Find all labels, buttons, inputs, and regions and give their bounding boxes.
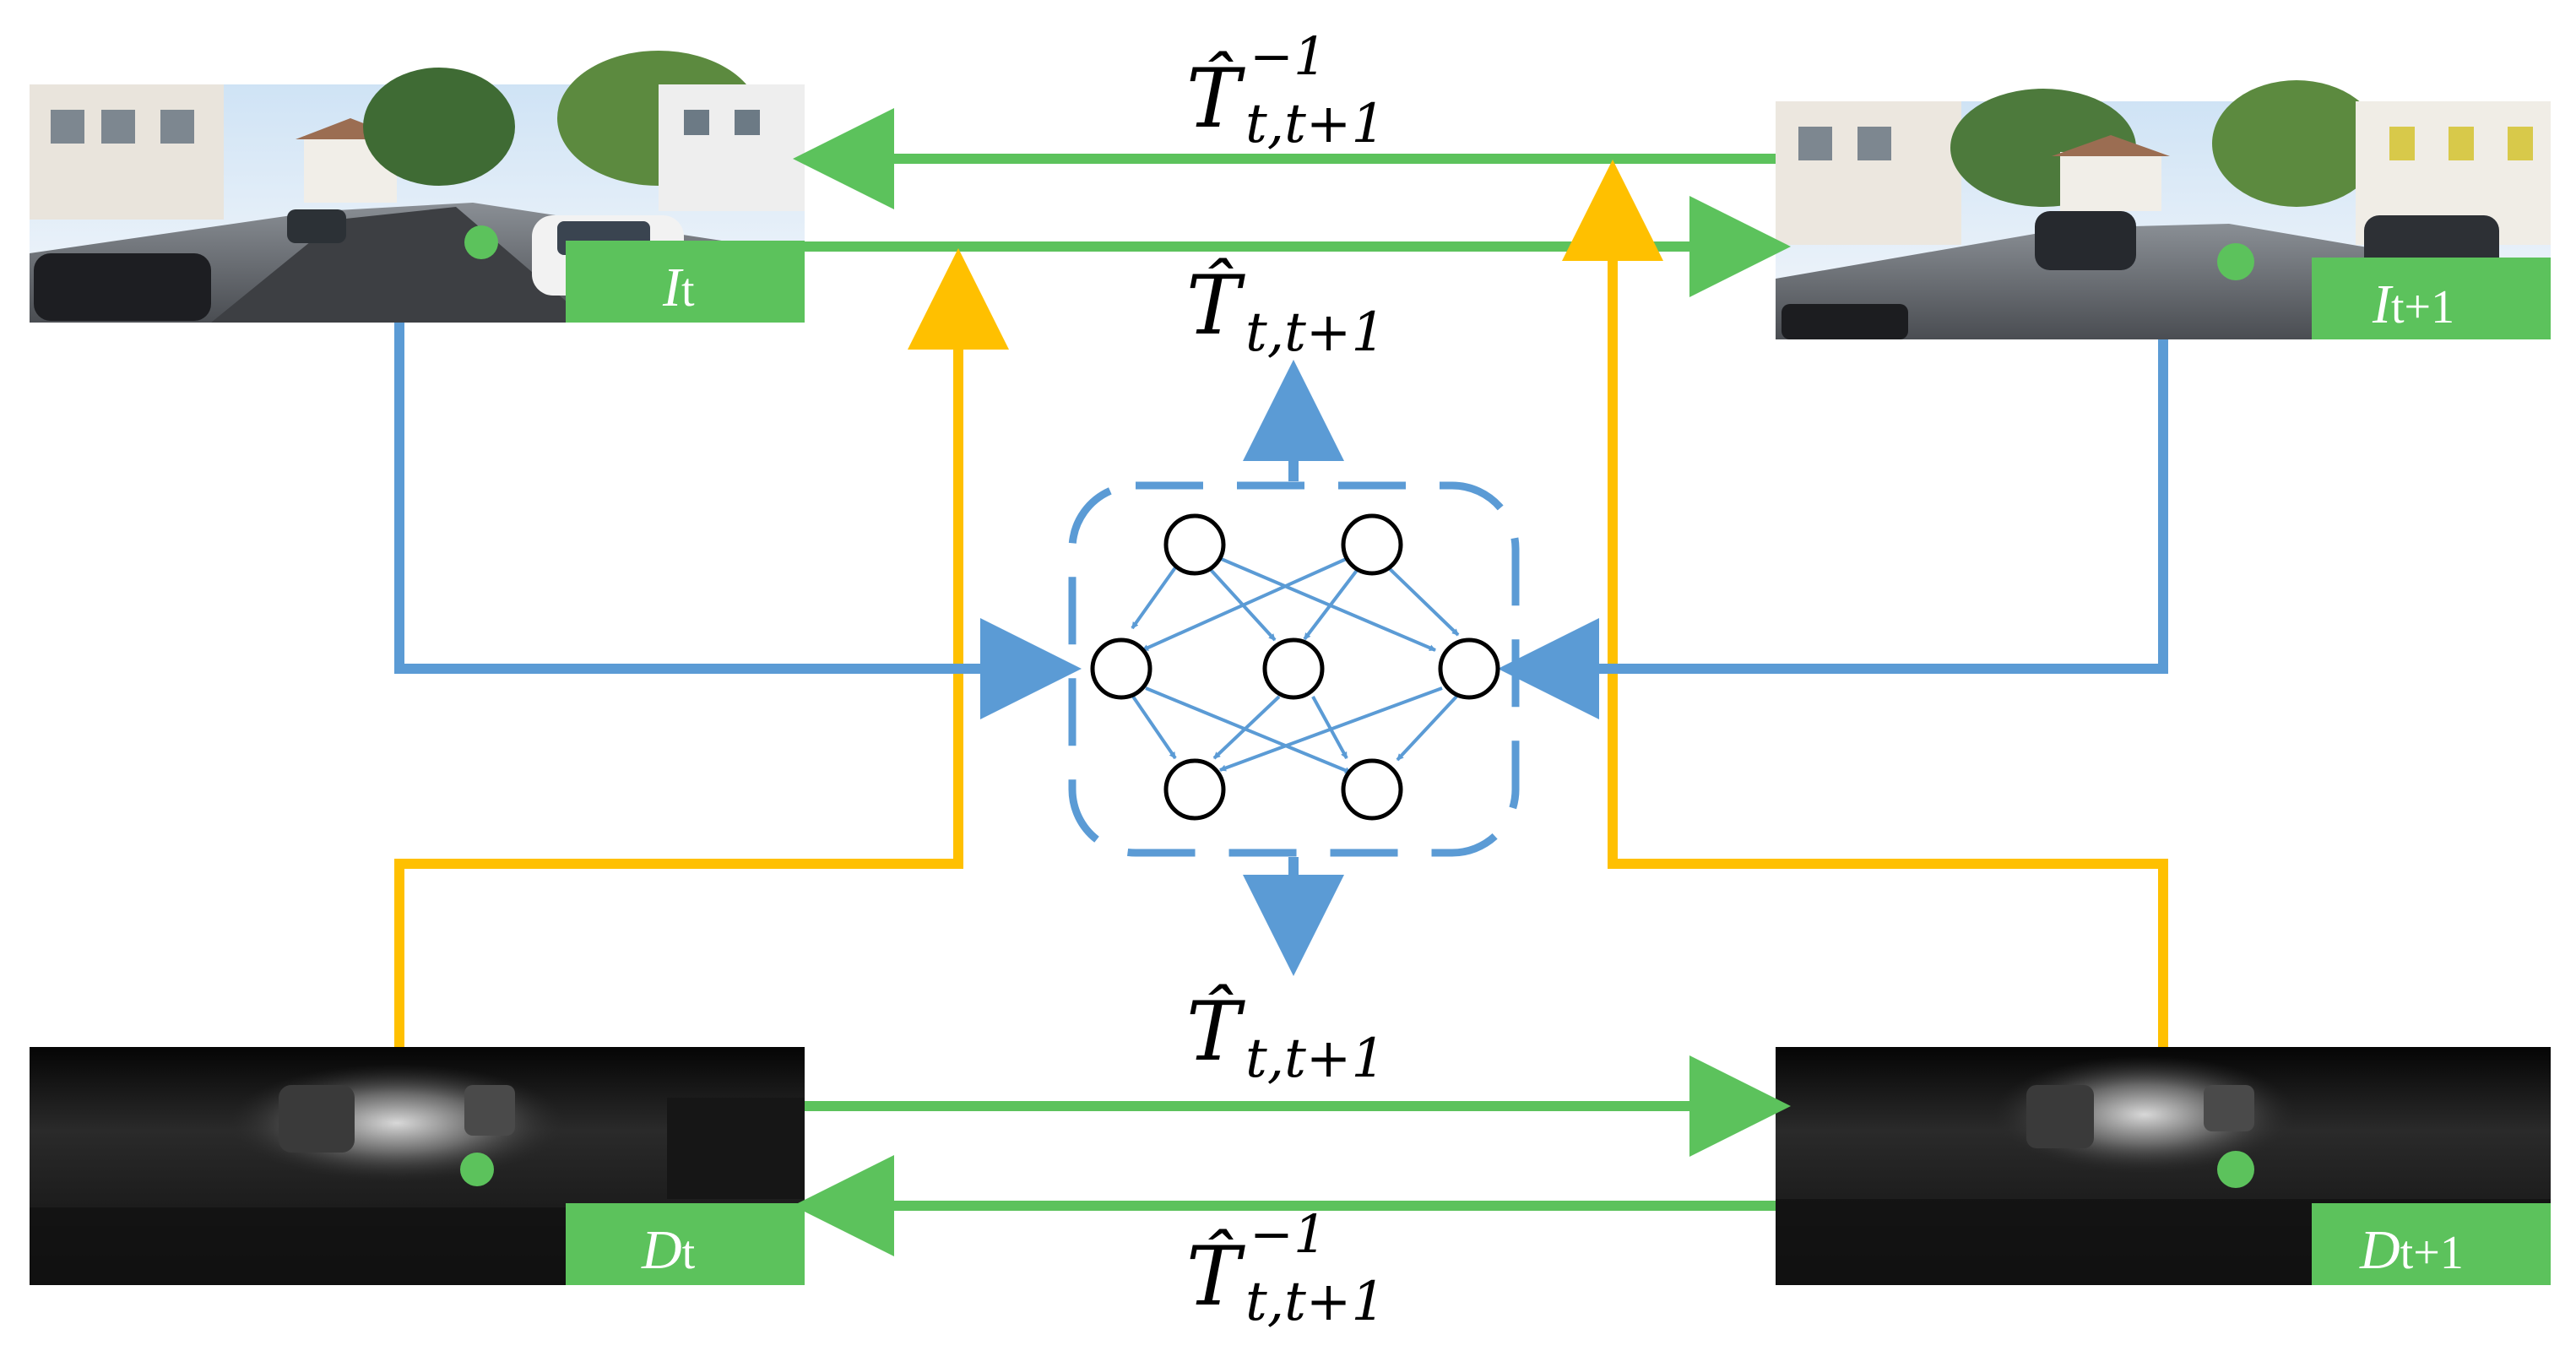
svg-text:−1: −1 [1250, 1203, 1326, 1265]
tag-depth-t-label: Dt [641, 1219, 696, 1281]
tag-rgb-t1-label: It+1 [2372, 274, 2454, 335]
tag-rgb-t-label: It [662, 257, 695, 318]
pose-network [1068, 481, 1520, 857]
keypoint-marker [2217, 1151, 2254, 1188]
network-node [1163, 513, 1226, 576]
arrow-depth-t1-to-image [1562, 160, 2168, 1047]
svg-text:t,t+1: t,t+1 [1245, 1271, 1386, 1333]
network-node [1341, 758, 1403, 821]
tag-depth-t1-label: Dt+1 [2359, 1219, 2464, 1281]
tag-depth-t1 [2312, 1203, 2551, 1285]
keypoint-marker [2217, 243, 2254, 280]
arrow-rgb-t1-to-net [1498, 339, 2168, 719]
tag-depth-t [566, 1203, 805, 1285]
keypoint-marker [460, 1153, 494, 1186]
network-node [1163, 758, 1226, 821]
network-node [1090, 637, 1152, 700]
svg-text:T̂: T̂ [1186, 985, 1245, 1079]
label-bottom-inverse: T̂ t,t+1 −1 [1186, 1203, 1386, 1333]
arrow-depth-t-to-image [394, 248, 1009, 1047]
network-node [1262, 637, 1325, 700]
svg-text:t,t+1: t,t+1 [1245, 1028, 1386, 1090]
label-center-up: T̂ t,t+1 [1186, 258, 1386, 364]
keypoint-marker [464, 225, 498, 259]
svg-text:t,t+1: t,t+1 [1245, 93, 1386, 155]
svg-text:T̂: T̂ [1186, 258, 1245, 353]
svg-text:t,t+1: t,t+1 [1245, 301, 1386, 364]
orange-arrows [394, 160, 2168, 1047]
network-node [1438, 637, 1500, 700]
network-nodes [1090, 513, 1500, 821]
rgb-image-t1 [1776, 80, 2551, 339]
svg-text:T̂: T̂ [1186, 52, 1245, 146]
label-bottom-forward: T̂ t,t+1 [1186, 985, 1386, 1090]
tag-rgb-t1 [2312, 258, 2551, 339]
network-dashed-border [1068, 481, 1520, 857]
blue-arrows [394, 323, 2168, 976]
network-edges [1131, 551, 1460, 774]
label-top-inverse: T̂ t,t+1 −1 [1186, 25, 1386, 155]
tag-rgb-t [566, 241, 805, 323]
network-node [1341, 513, 1403, 576]
svg-text:−1: −1 [1250, 25, 1326, 87]
svg-text:T̂: T̂ [1186, 1229, 1245, 1324]
arrow-rgb-t-to-net [394, 323, 1082, 719]
